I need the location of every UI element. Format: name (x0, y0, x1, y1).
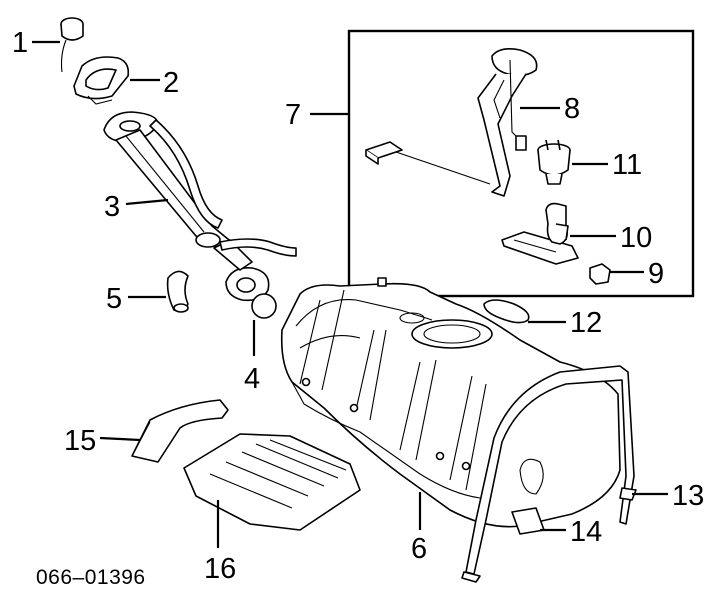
callout-1: 1 (12, 27, 60, 59)
callout-8: 8 (520, 93, 580, 125)
svg-text:1: 1 (12, 27, 28, 59)
part-15-heat-shield (131, 399, 229, 463)
callout-9: 9 (610, 258, 664, 290)
callout-7: 7 (285, 99, 349, 131)
callout-10: 10 (570, 222, 652, 254)
svg-text:6: 6 (411, 533, 427, 565)
part-9-clip (589, 263, 611, 285)
callout-2: 2 (130, 67, 179, 99)
svg-text:16: 16 (204, 553, 236, 585)
part-6-fuel-tank (280, 277, 621, 528)
part-1-fuel-cap (60, 17, 84, 73)
svg-text:15: 15 (64, 425, 96, 457)
svg-text:3: 3 (104, 191, 120, 223)
part-11-fuel-filter (537, 139, 571, 185)
svg-text:11: 11 (612, 149, 642, 181)
part-13-tank-straps (461, 365, 637, 583)
callout-5: 5 (106, 283, 166, 315)
svg-text:4: 4 (244, 363, 260, 395)
svg-text:14: 14 (570, 516, 602, 548)
part-4-gasket (251, 293, 277, 319)
part-8-pump-bracket (395, 48, 538, 197)
callout-13: 13 (632, 480, 704, 512)
callout-3: 3 (104, 191, 169, 223)
part-5-hose (166, 270, 189, 313)
callout-16: 16 (204, 500, 236, 585)
svg-text:9: 9 (648, 258, 664, 290)
callout-15: 15 (64, 425, 141, 457)
part-3-filler-neck (103, 111, 297, 302)
part-8-connector (365, 141, 403, 165)
part-12-pump-gasket (483, 299, 530, 324)
diagram-code: 066–01396 (36, 566, 146, 589)
part-10-fuel-pump (501, 202, 579, 265)
callout-12: 12 (528, 307, 602, 339)
part-16-protector-plate (183, 433, 361, 531)
svg-text:2: 2 (163, 67, 179, 99)
callout-6: 6 (411, 492, 427, 565)
svg-text:13: 13 (672, 480, 704, 512)
svg-text:10: 10 (620, 222, 652, 254)
svg-text:5: 5 (106, 283, 122, 315)
callout-4: 4 (244, 320, 260, 395)
part-2-filler-protector (73, 56, 130, 105)
callout-11: 11 (572, 149, 642, 181)
svg-text:8: 8 (564, 93, 580, 125)
fuel-pump-assembly-box (347, 29, 695, 298)
svg-text:7: 7 (285, 99, 301, 131)
svg-text:12: 12 (570, 307, 602, 339)
callout-14: 14 (540, 516, 602, 548)
